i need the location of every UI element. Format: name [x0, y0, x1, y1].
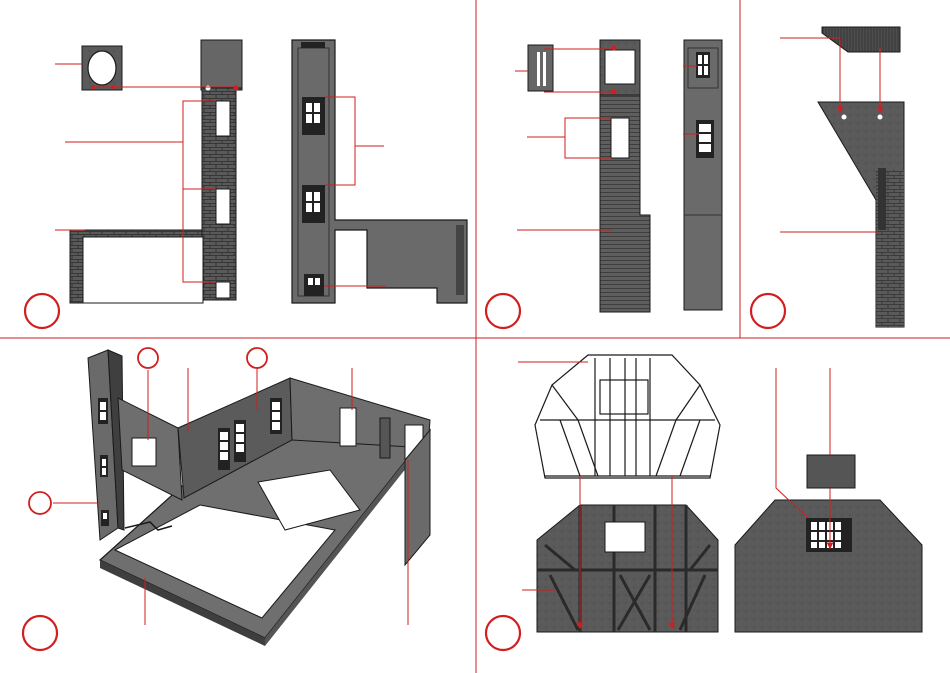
wall-back-narrow-part: [684, 40, 722, 310]
window-part: [806, 518, 852, 552]
window-part: [302, 185, 325, 223]
window-insert-part: [807, 455, 855, 488]
siding-wall-part: [600, 40, 650, 312]
window-part: [234, 420, 246, 462]
step-circle-icon: [751, 294, 785, 328]
panel-3: [751, 27, 904, 328]
step-circle-icon: [486, 616, 520, 650]
step-circle-icon: [138, 348, 158, 368]
window-frame-part: [528, 45, 553, 91]
step-circle-icon: [29, 492, 51, 514]
window-part: [218, 428, 230, 470]
panel-5: [486, 355, 922, 650]
panel-4: [23, 348, 430, 650]
step-circle-icon: [25, 294, 59, 328]
assembled-house-shell: [88, 350, 430, 646]
half-timbered-gable-part: [537, 505, 718, 632]
plain-gable-part: [735, 500, 922, 632]
step-circle-icon: [247, 348, 267, 368]
panel-1: [25, 40, 467, 328]
window-part: [304, 274, 324, 296]
chimney-frame-part: [82, 46, 122, 90]
roof-strip-part: [822, 27, 900, 52]
wall-back-side-part: [292, 40, 467, 303]
window-part: [302, 97, 325, 135]
step-circle-icon: [486, 294, 520, 328]
step-circle-icon: [23, 616, 57, 650]
gable-wall-part: [818, 102, 904, 327]
panel-2: [486, 40, 722, 328]
timber-frame-part: [535, 355, 720, 478]
window-part: [270, 398, 282, 434]
